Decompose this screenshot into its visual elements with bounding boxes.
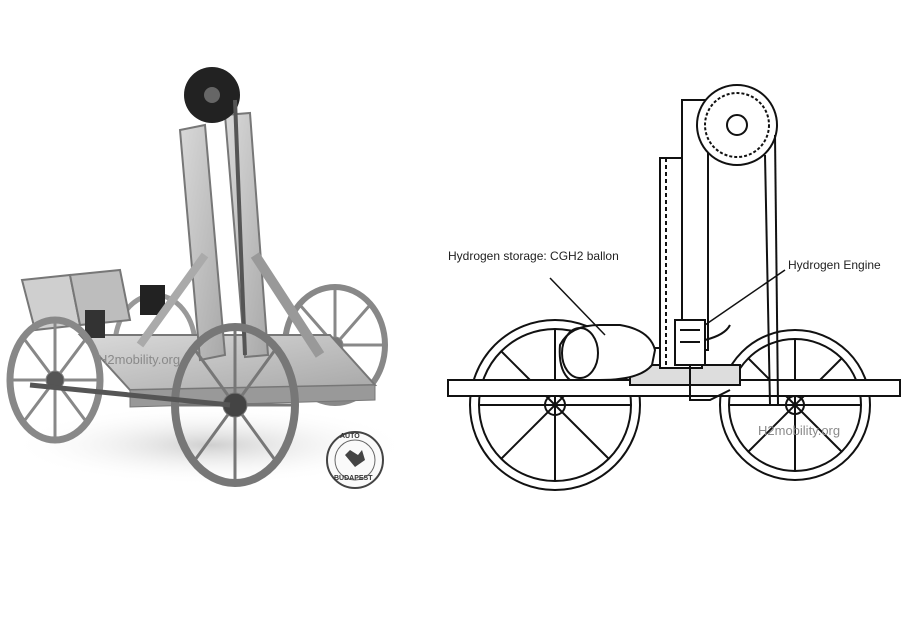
- museum-stamp: [326, 431, 384, 489]
- hydrogen-engine: [674, 319, 731, 366]
- drawing-panel: Hydrogen storage: CGH2 ballon Hydrogen E…: [440, 80, 908, 500]
- drawing-tower: [659, 99, 709, 369]
- front-left-wheel: [6, 316, 104, 444]
- stamp-text-top: AUTO: [340, 433, 360, 440]
- engine-label: Hydrogen Engine: [788, 258, 881, 272]
- hydrogen-balloon: [558, 324, 668, 381]
- wooden-model-photo: [6, 67, 410, 489]
- drawing-right-wheel: [719, 329, 871, 481]
- drawing-watermark: H2mobility.org: [758, 423, 841, 438]
- technical-drawing: [447, 84, 901, 491]
- drawing-gear: [696, 84, 778, 166]
- photo-watermark: H2mobility.org: [98, 352, 181, 367]
- stamp-text-bottom: BUDAPEST: [334, 475, 373, 482]
- photo-panel: H2mobility.org AUTO BUDAPEST: [0, 55, 420, 505]
- drawing-left-wheel: [469, 319, 641, 491]
- front-right-wheel: [171, 323, 299, 487]
- storage-label: Hydrogen storage: CGH2 ballon: [448, 249, 619, 263]
- pulley-wheel: [184, 67, 247, 356]
